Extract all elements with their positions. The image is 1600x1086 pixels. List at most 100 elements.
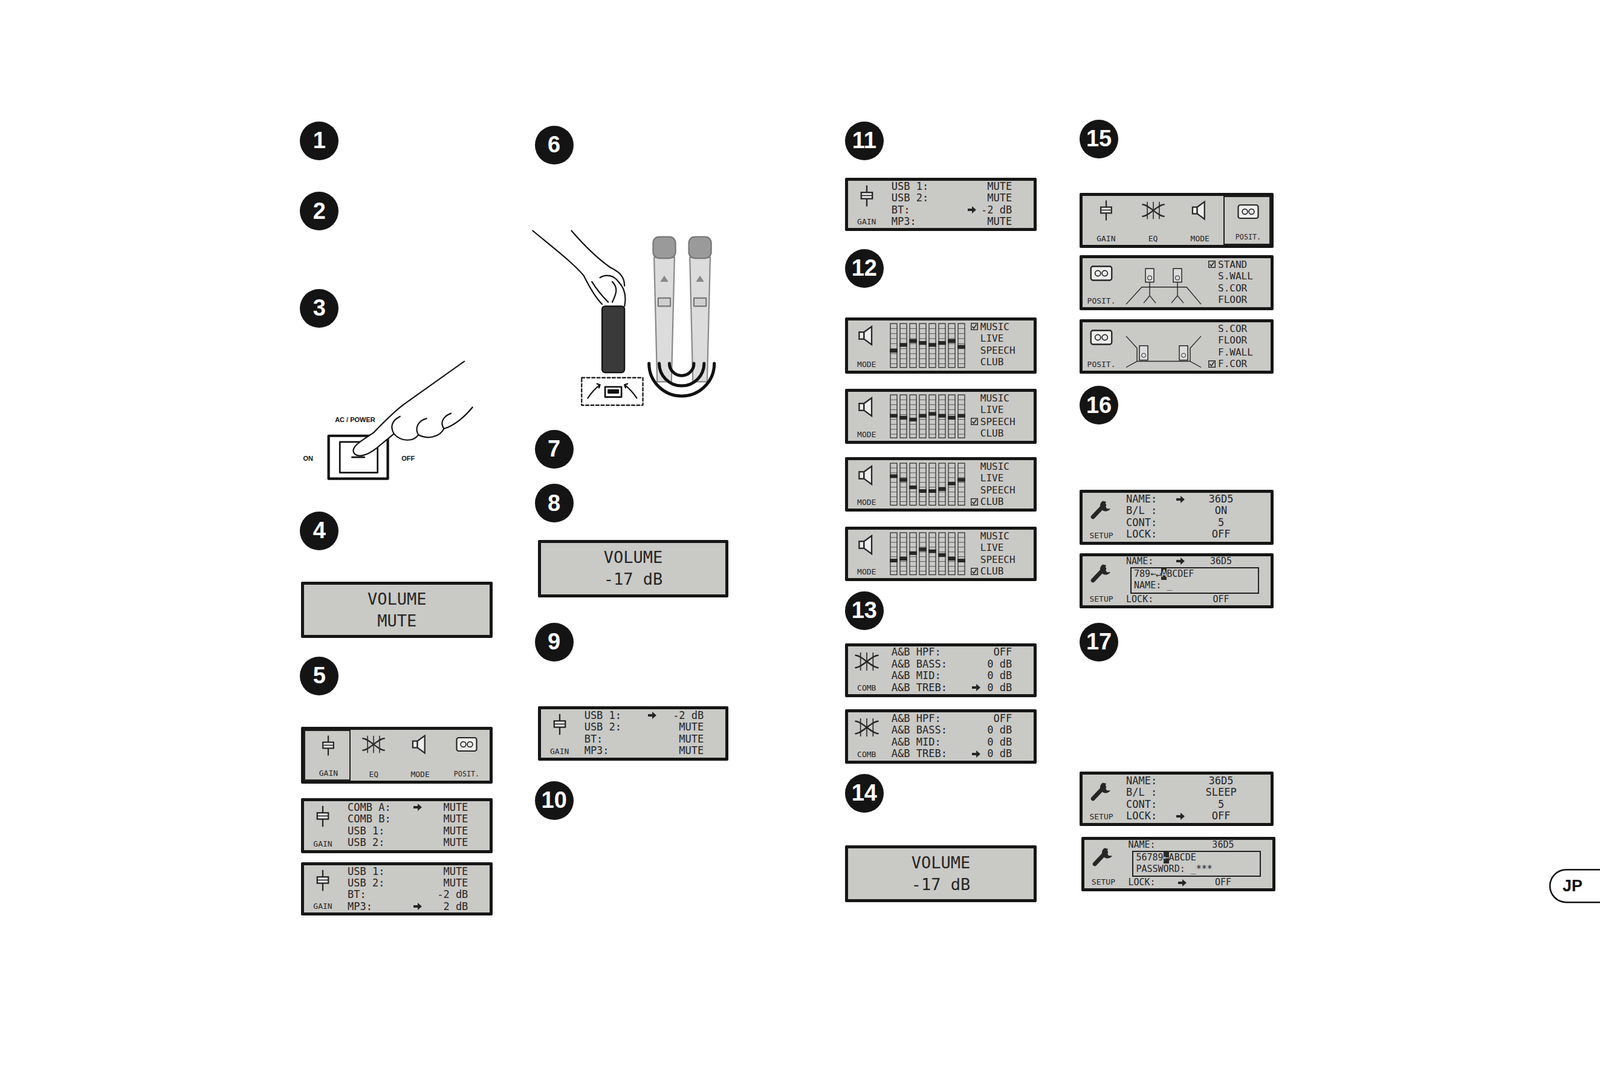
icon-label: GAIN	[305, 768, 352, 778]
checkbox	[970, 567, 979, 575]
lcd-screen: COMBA&B HPF:OFFA&B BASS:0 dBA&B MID:0 dB…	[845, 709, 1037, 763]
option-item: CLUB	[980, 565, 1005, 578]
option-item: CLUB	[980, 356, 1005, 369]
option-item: SPEECH	[980, 553, 1016, 566]
eq-icon	[360, 731, 387, 757]
callout-number: 3	[299, 288, 339, 328]
row-label: A&B MID:	[891, 669, 942, 682]
language-tab	[1549, 869, 1600, 902]
row-value: OFF	[993, 712, 1012, 725]
icon-label: MODE	[848, 359, 886, 369]
menu-cell: GAIN	[1082, 195, 1130, 245]
icon-label: EQ	[350, 769, 398, 779]
row-value: MUTE	[987, 192, 1012, 204]
row-value: 0 dB	[987, 724, 1012, 737]
usb-dongle	[602, 305, 625, 373]
row-label: NAME:	[1126, 774, 1157, 788]
lcd-screen: COMBA&B HPF:OFFA&B BASS:0 dBA&B MID:0 dB…	[845, 643, 1037, 697]
setup-icon	[1087, 495, 1116, 521]
lcd-screen: GAINEQMODEPOSIT.	[1079, 192, 1274, 248]
option-item: MUSIC	[980, 392, 1010, 405]
entry-popup: 56789←ABCDEPASSWORD: _***	[1132, 850, 1261, 877]
hand	[353, 361, 473, 456]
row-value: MUTE	[678, 721, 704, 734]
menu-cell: POSIT.	[443, 729, 491, 781]
posit-icon	[1234, 199, 1262, 224]
row-label: USB 1:	[347, 865, 385, 878]
lcd-line: -17 dB	[848, 873, 1034, 896]
lcd-screen: SETUPNAME:36D5B/L :SLEEPCONT:5LOCK:OFF	[1079, 771, 1274, 826]
lcd-screen: MODEMUSICLIVESPEECHCLUB	[845, 388, 1037, 444]
icon-label: EQ	[1129, 233, 1177, 243]
row-value: MUTE	[443, 836, 468, 849]
row-label: LOCK:	[1126, 528, 1157, 541]
icon-label: GAIN	[304, 901, 342, 911]
setup-icon	[1089, 842, 1118, 868]
option-item: S.COR	[1217, 322, 1247, 335]
row-label: MP3:	[347, 900, 373, 913]
lcd-screen: POSIT.S.CORFLOORF.WALLF.COR	[1079, 319, 1274, 373]
option-item: MUSIC	[980, 460, 1010, 473]
gain-icon	[852, 183, 881, 209]
row-label: A&B HPF:	[891, 712, 942, 725]
callout-number: 12	[845, 249, 884, 288]
icon-label: MODE	[848, 497, 886, 507]
callout-number: 8	[534, 483, 574, 523]
row-label: NAME:	[1127, 839, 1156, 850]
entry-popup: 789←↵ABCDEFNAME: _	[1130, 566, 1260, 594]
option-item: LIVE	[980, 332, 1005, 345]
eq-icon	[852, 648, 881, 674]
row-value: MUTE	[443, 877, 468, 889]
row-value: 36D5	[1199, 839, 1247, 850]
menu-cell: EQ	[1129, 195, 1177, 245]
wireless-microphone	[652, 236, 676, 383]
speaker-position	[1123, 323, 1204, 369]
mode-icon	[852, 462, 881, 488]
callout-number: 2	[299, 191, 339, 231]
picker-chars: 56789	[1135, 851, 1163, 864]
row-value: MUTE	[987, 180, 1012, 193]
icon-label: MODE	[848, 566, 886, 577]
lcd-screen: GAINCOMB A:MUTECOMB B:MUTEUSB 1:MUTEUSB …	[301, 797, 493, 853]
menu-cell: EQ	[350, 729, 398, 781]
option-item: FLOOR	[1217, 334, 1247, 347]
lcd-screen: POSIT.STANDS.WALLS.CORFLOOR	[1079, 255, 1274, 311]
icon-label: COMB	[848, 749, 886, 759]
cursor-arrow	[413, 803, 422, 811]
printed-label: AC / POWER	[334, 415, 376, 424]
option-item: SPEECH	[980, 484, 1016, 497]
checkbox	[1208, 260, 1216, 268]
row-value: -2 dB	[672, 709, 704, 722]
row-label: A&B TREB:	[891, 681, 948, 694]
row-label: USB 1:	[584, 709, 622, 722]
row-label: A&B BASS:	[891, 724, 948, 737]
row-value: OFF	[993, 646, 1012, 659]
lcd-screen: SETUPNAME:36D5B/L :ONCONT:5LOCK:OFF	[1079, 489, 1274, 545]
mode-icon	[1186, 198, 1214, 223]
row-label: NAME:	[1126, 556, 1154, 567]
row-value: OFF	[1199, 877, 1247, 888]
row-label: COMB B:	[347, 812, 392, 826]
row-value: 2 dB	[443, 900, 468, 913]
icon-label: MODE	[397, 769, 444, 779]
printed-label: ON	[303, 454, 314, 462]
setup-icon	[1087, 558, 1116, 584]
mode-icon	[852, 531, 881, 558]
option-item: SPEECH	[980, 344, 1016, 357]
gain-icon	[1092, 198, 1120, 223]
eq-bars	[889, 531, 969, 576]
callout-number: 7	[534, 429, 574, 469]
row-label: CONT:	[1126, 516, 1157, 529]
cursor-arrow	[413, 902, 422, 910]
callout-number: 17	[1079, 622, 1119, 662]
checkbox	[970, 322, 979, 331]
row-label: MP3:	[891, 215, 917, 228]
option-item: LIVE	[980, 403, 1005, 416]
entry-field: PASSWORD: _***	[1135, 863, 1260, 875]
row-label: A&B HPF:	[891, 646, 942, 659]
option-item: MUSIC	[980, 320, 1010, 334]
callout-number: 9	[534, 622, 574, 662]
eq-bars	[889, 461, 969, 506]
eq-icon	[1140, 198, 1167, 223]
